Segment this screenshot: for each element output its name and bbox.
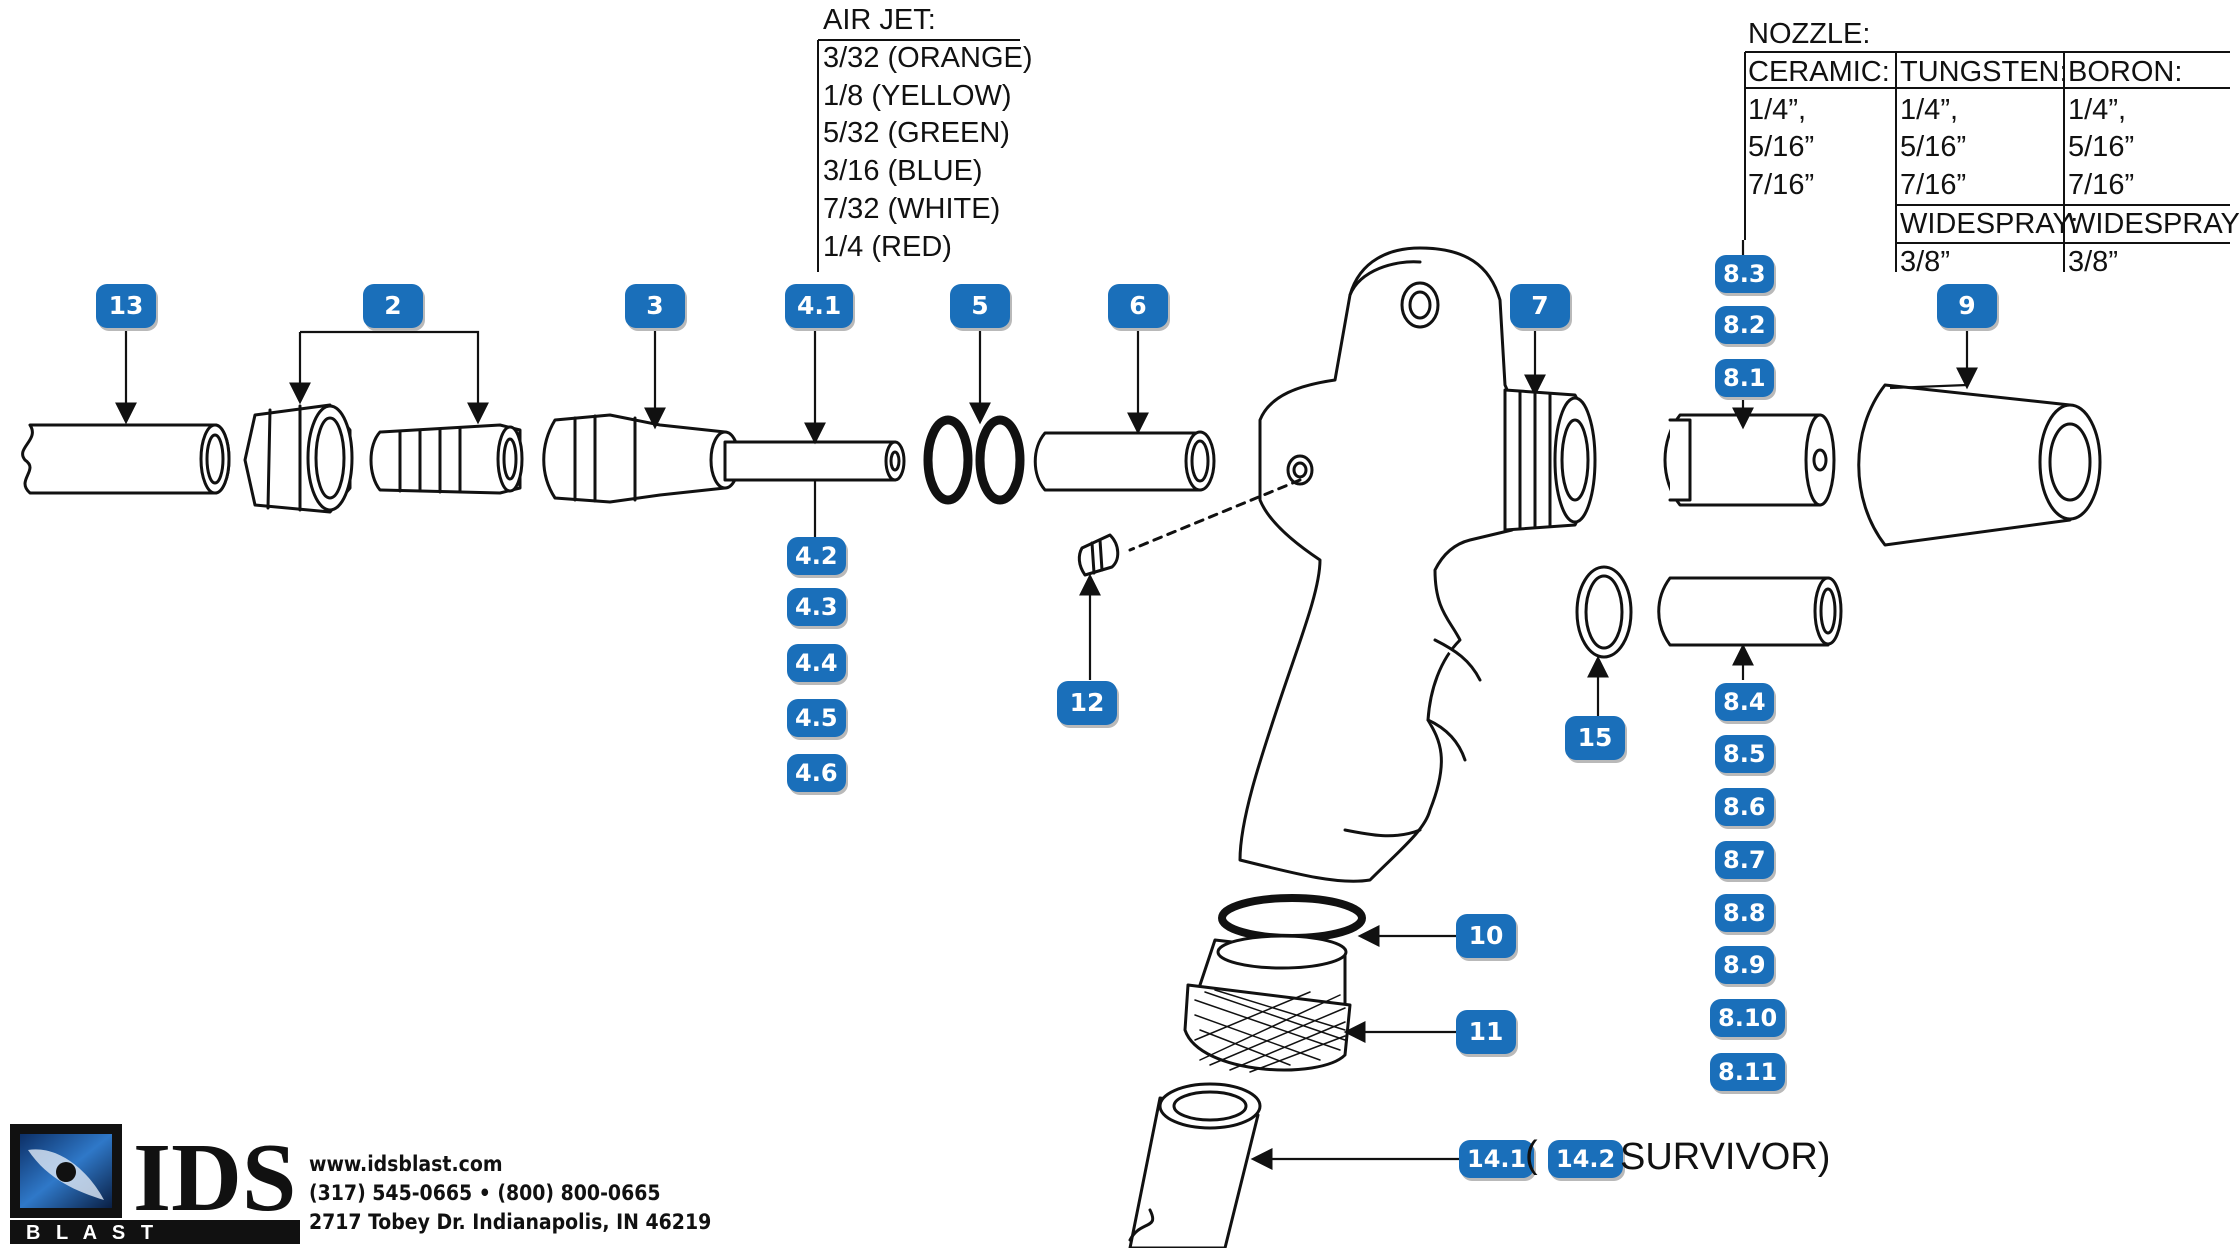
part-nozzle-jacket (1857, 383, 2102, 547)
part-coupling (542, 413, 741, 504)
callout-4-5: 4.5 (787, 699, 846, 737)
callout-8-1: 8.1 (1715, 359, 1774, 397)
callout-8-9: 8.9 (1715, 946, 1774, 984)
part-o-rings (923, 415, 1025, 505)
callout-5: 5 (950, 284, 1010, 328)
nozzle-boron-size: 5/16” (2068, 131, 2135, 163)
logo-phone: (317) 545-0665 • (800) 800-0665 (309, 1181, 661, 1205)
nozzle-widespray-label: WIDESPRAY: (1900, 208, 2079, 240)
ids-logo-sub: B L A S T (26, 1222, 158, 1244)
nozzle-tungsten-size: 5/16” (1900, 131, 1967, 163)
table-rules (817, 39, 2230, 272)
callout-11: 11 (1456, 1010, 1516, 1054)
callout-6: 6 (1108, 284, 1168, 328)
part-hose-coupling-nut (243, 403, 354, 514)
callout-8-3: 8.3 (1715, 255, 1774, 293)
callout-8-11: 8.11 (1710, 1053, 1786, 1091)
nozzle-boron-size: 7/16” (2068, 169, 2135, 201)
callout-9: 9 (1937, 284, 1997, 328)
callout-8-2: 8.2 (1715, 306, 1774, 344)
callout-12: 12 (1057, 681, 1117, 725)
ids-logo-text: IDS (133, 1124, 296, 1232)
nozzle-ceramic-size: 5/16” (1748, 131, 1815, 163)
nozzle-tungsten-size: 1/4”, (1900, 94, 1959, 126)
callout-8-7: 8.7 (1715, 841, 1774, 879)
callout-8-6: 8.6 (1715, 788, 1774, 826)
nozzle-header-ceramic: CERAMIC: (1748, 56, 1890, 88)
air-jet-title: AIR JET: (823, 4, 936, 36)
callout-3: 3 (625, 284, 685, 328)
nozzle-ceramic-size: 1/4”, (1748, 94, 1807, 126)
callout-7: 7 (1510, 284, 1570, 328)
callout-8-10: 8.10 (1710, 999, 1786, 1037)
callout-13: 13 (96, 284, 156, 328)
part-hose-stem (369, 423, 524, 495)
ids-logo-mark: IDS B L A S T (10, 1124, 300, 1244)
callout-4-4: 4.4 (787, 644, 846, 682)
callout-15: 15 (1565, 716, 1625, 760)
survivor-label: SURVIVOR) (1620, 1136, 1831, 1178)
part-nozzle (1663, 413, 1836, 507)
callout-4-1: 4.1 (785, 284, 854, 328)
callout-4-3: 4.3 (787, 588, 846, 626)
part-gun-body (1238, 246, 1597, 883)
ids-blast-logo: IDS B L A S T (8, 1120, 668, 1246)
callout-8-8: 8.8 (1715, 894, 1774, 932)
nozzle-widespray-label: WIDESPRAY: (2068, 208, 2240, 240)
nozzle-ceramic-size: 7/16” (1748, 169, 1815, 201)
callout-2: 2 (363, 284, 423, 328)
callout-10: 10 (1456, 914, 1516, 958)
nozzle-tungsten-size: 7/16” (1900, 169, 1967, 201)
logo-address: 2717 Tobey Dr. Indianapolis, IN 46219 (309, 1210, 712, 1234)
callout-4-6: 4.6 (787, 754, 846, 792)
callout-4-2: 4.2 (787, 537, 846, 575)
nozzle-title: NOZZLE: (1748, 18, 1871, 50)
air-jet-size: 5/32 (GREEN) (823, 117, 1010, 149)
nozzle-widespray-tungsten: 3/8” (1900, 246, 1950, 278)
part-set-screw (1077, 478, 1302, 577)
air-jet-size: 1/4 (RED) (823, 231, 952, 263)
nozzle-header-boron: BORON: (2068, 56, 2183, 88)
callout-8-4: 8.4 (1715, 683, 1774, 721)
nozzle-header-tungsten: TUNGSTEN: (1900, 56, 2068, 88)
callout-8-5: 8.5 (1715, 735, 1774, 773)
air-jet-size: 3/32 (ORANGE) (823, 42, 1033, 74)
part-nozzle-liner (1657, 576, 1843, 647)
callout-14-2: 14.2 (1548, 1140, 1624, 1178)
part-handle-adapter (1183, 934, 1352, 1073)
air-jet-size: 7/32 (WHITE) (823, 193, 1001, 225)
nozzle-widespray-boron: 3/8” (2068, 246, 2118, 278)
part-nozzle-washer (1575, 565, 1633, 659)
part-gasket (1218, 894, 1366, 942)
part-handle-tube (1128, 1082, 1262, 1248)
nozzle-boron-size: 1/4”, (2068, 94, 2127, 126)
leader-lines (115, 240, 1978, 1170)
part-sleeve (1033, 430, 1216, 492)
air-jet-size: 1/8 (YELLOW) (823, 80, 1012, 112)
callout-14-1: 14.1 (1459, 1140, 1535, 1178)
air-jet-size: 3/16 (BLUE) (823, 155, 983, 187)
part-hose (21, 423, 231, 495)
survivor-open-paren: ( (1525, 1134, 1538, 1176)
logo-website[interactable]: www.idsblast.com (309, 1152, 503, 1176)
part-air-jet (723, 440, 906, 482)
